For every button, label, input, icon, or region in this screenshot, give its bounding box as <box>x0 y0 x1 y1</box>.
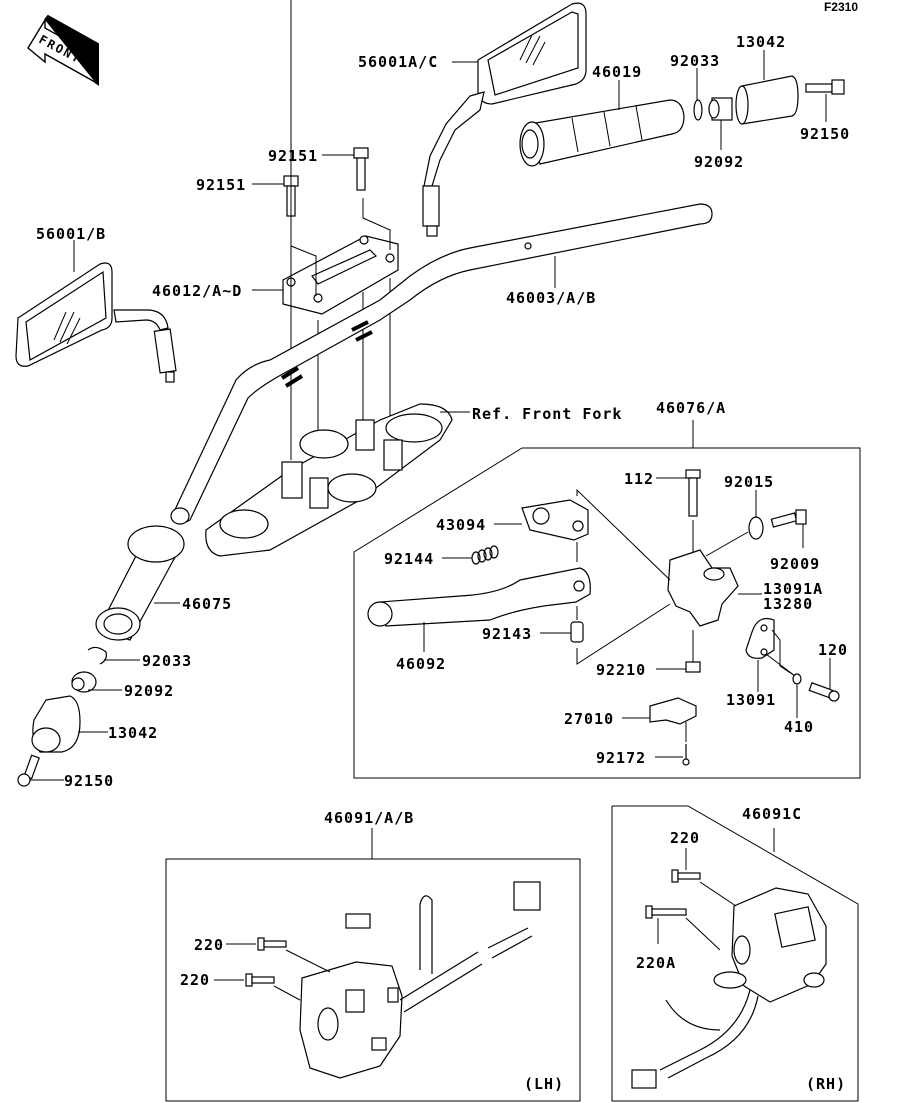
lever-holder <box>667 549 739 627</box>
label-knob-92015: 92015 <box>724 473 775 491</box>
label-mirror-right: 56001A/C <box>358 53 439 71</box>
handlebar <box>170 203 713 525</box>
label-grip-right: 46019 <box>592 63 643 81</box>
damper-left <box>71 671 97 693</box>
lh-cable <box>399 895 483 1013</box>
label-ring-right: 92033 <box>670 52 721 70</box>
screw-120 <box>808 682 840 702</box>
weight-right <box>735 75 799 125</box>
label-screw-right: 92150 <box>800 125 851 143</box>
lever-assy-frame <box>353 447 861 779</box>
mirror-left <box>15 262 177 383</box>
label-nut: 92210 <box>596 661 647 679</box>
damper-right <box>708 97 733 121</box>
figure-id: F2310 <box>823 0 858 14</box>
label-lever-assy: 46076/A <box>656 399 727 417</box>
label-washer: 410 <box>784 718 815 736</box>
weight-left <box>31 695 81 753</box>
screw-left <box>17 754 40 787</box>
screw-right <box>805 79 845 95</box>
lever-46092 <box>367 567 591 627</box>
label-screw-220-b: 220 <box>180 971 211 989</box>
label-screw-left: 92150 <box>64 772 115 790</box>
nut-92210 <box>685 661 701 673</box>
label-screw-220-a: 220 <box>194 936 225 954</box>
label-grip-left: 46075 <box>182 595 233 613</box>
label-side-lh: (LH) <box>524 1075 565 1093</box>
label-weight-right: 13042 <box>736 33 787 51</box>
bolt-112 <box>685 469 701 517</box>
front-arrow-icon <box>27 14 99 86</box>
bolt-92151-right <box>353 147 369 191</box>
label-bolt-92009: 92009 <box>770 555 821 573</box>
ring-right <box>693 99 703 121</box>
lh-screw-lower <box>245 973 275 987</box>
rh-cable <box>659 989 759 1079</box>
label-holder: 46012/A~D <box>152 282 243 300</box>
grip-left <box>95 525 185 641</box>
rh-screw-220a <box>645 905 687 919</box>
label-screw-120: 120 <box>818 641 849 659</box>
label-switch-rh-assy: 46091C <box>742 805 803 823</box>
label-lever: 46092 <box>396 655 447 673</box>
rh-connector <box>631 1069 657 1089</box>
label-ring-left: 92033 <box>142 652 193 670</box>
label-screw-220a-rh: 220A <box>636 954 677 972</box>
label-damper-right: 92092 <box>694 153 745 171</box>
adjuster-43094 <box>521 499 589 541</box>
rh-screw-220 <box>671 869 701 883</box>
label-handlebar: 46003/A/B <box>506 289 597 307</box>
label-adjuster: 43094 <box>436 516 487 534</box>
label-screw-92172: 92172 <box>596 749 647 767</box>
label-damper-left: 92092 <box>124 682 175 700</box>
label-weight-left: 13042 <box>108 724 159 742</box>
handlebar-holder <box>282 235 399 315</box>
label-holder-b: 13280 <box>763 595 814 613</box>
spring-92144 <box>471 545 499 565</box>
switch-27010 <box>649 697 697 725</box>
knob-92015 <box>748 516 764 540</box>
label-screw-220-rh: 220 <box>670 829 701 847</box>
lh-switch-housing <box>299 961 403 1079</box>
label-side-rh: (RH) <box>806 1075 847 1093</box>
label-clamp: 13091 <box>726 691 777 709</box>
grip-right <box>519 99 685 167</box>
label-ref-front-fork: Ref. Front Fork <box>472 405 623 423</box>
label-collar: 92143 <box>482 625 533 643</box>
bolt-92009 <box>770 509 807 528</box>
label-bolt-112: 112 <box>624 470 655 488</box>
lh-switch-frame <box>165 858 581 1102</box>
screw-92172 <box>682 744 690 766</box>
label-holder-a: 13091A <box>763 580 824 598</box>
label-bolt-b: 92151 <box>196 176 247 194</box>
label-switch-lh-assy: 46091/A/B <box>324 809 415 827</box>
lh-screw-upper <box>257 937 287 951</box>
label-switch-27010: 27010 <box>564 710 615 728</box>
collar-92143 <box>570 621 584 643</box>
clamp-13091 <box>745 617 775 659</box>
label-mirror-left: 56001/B <box>36 225 107 243</box>
ring-left <box>87 646 107 665</box>
mirror-right <box>422 2 587 237</box>
label-bolt-a: 92151 <box>268 147 319 165</box>
rh-switch-housing <box>713 887 827 1003</box>
lh-connector-small <box>345 913 371 929</box>
front-fork-bridge <box>205 403 453 557</box>
lh-connector-large <box>513 881 541 911</box>
washer-410 <box>792 673 802 685</box>
label-spring: 92144 <box>384 550 435 568</box>
rh-switch-frame <box>611 805 859 1102</box>
